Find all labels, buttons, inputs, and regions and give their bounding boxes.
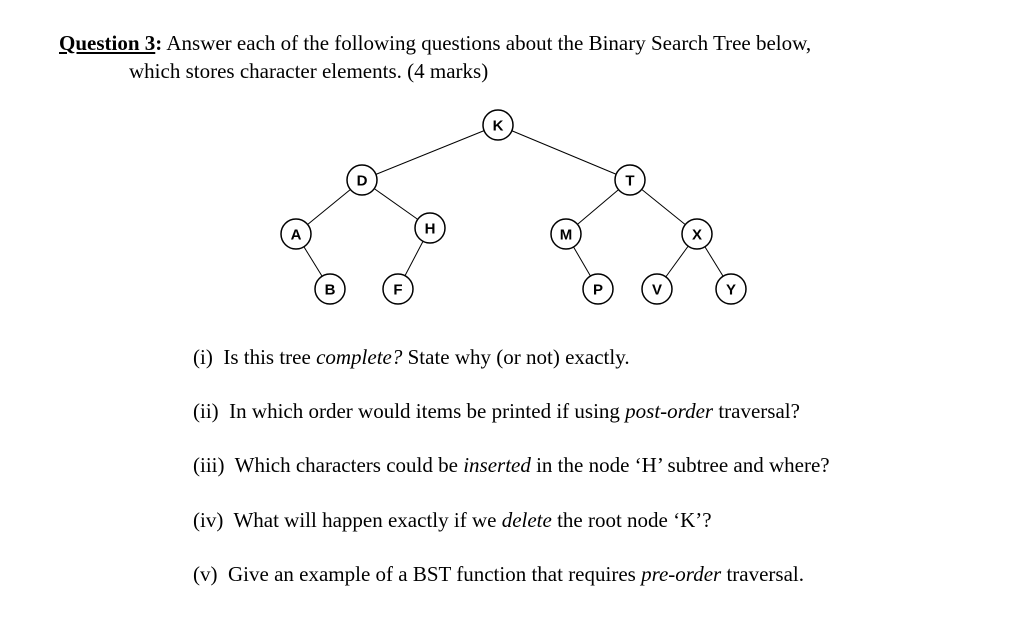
node-x: X: [681, 218, 713, 250]
subquestion-emphasis: pre-order: [641, 562, 722, 586]
subquestion-number: (ii): [193, 399, 219, 423]
subquestion-emphasis: inserted: [463, 453, 531, 477]
subquestion-text: State why (or not) exactly.: [402, 345, 630, 369]
edge-k-t: [511, 130, 617, 175]
edge-x-v: [665, 245, 689, 278]
subquestion-1: (i) Is this tree complete? State why (or…: [193, 347, 630, 368]
edge-d-h: [373, 188, 419, 220]
subquestion-text: In which order would items be printed if…: [229, 399, 626, 423]
edge-m-p: [573, 246, 591, 277]
node-label: F: [393, 282, 402, 299]
node-circle: [314, 273, 346, 305]
node-a: A: [280, 218, 312, 250]
subquestion-text: traversal?: [713, 399, 800, 423]
node-label: H: [425, 221, 436, 238]
subquestion-text: in the node ‘H’ subtree and where?: [530, 453, 830, 477]
subquestion-text: traversal.: [721, 562, 804, 586]
question-intro-line-2: which stores character elements. (4 mark…: [129, 59, 489, 83]
node-circle: [414, 212, 446, 244]
node-b: B: [314, 273, 346, 305]
node-circle: [681, 218, 713, 250]
node-label: D: [357, 173, 368, 190]
node-circle: [280, 218, 312, 250]
node-circle: [715, 273, 747, 305]
subquestion-text: Which characters could be: [234, 453, 464, 477]
node-circle: [382, 273, 414, 305]
node-p: P: [582, 273, 614, 305]
subquestion-text: the root node ‘K’?: [551, 508, 712, 532]
edge-d-a: [307, 189, 351, 225]
node-m: M: [550, 218, 582, 250]
node-circle: [582, 273, 614, 305]
tree-edges: [303, 130, 724, 278]
edge-h-f: [404, 241, 424, 276]
node-label: B: [325, 282, 336, 299]
node-circle: [346, 164, 378, 196]
subquestion-emphasis: complete?: [316, 345, 403, 369]
node-circle: [482, 109, 514, 141]
subquestion-text: Give an example of a BST function that r…: [228, 562, 642, 586]
node-circle: [614, 164, 646, 196]
subquestion-number: (iii): [193, 453, 225, 477]
subquestion-4: (iv) What will happen exactly if we dele…: [193, 510, 712, 531]
subquestion-emphasis: post-order: [625, 399, 714, 423]
edge-t-x: [641, 189, 686, 225]
node-label: K: [493, 118, 504, 135]
node-circle: [641, 273, 673, 305]
subquestion-text: What will happen exactly if we: [233, 508, 502, 532]
subquestion-text: Is this tree: [223, 345, 317, 369]
question-heading: Question 3: Answer each of the following…: [59, 33, 811, 54]
node-label: V: [652, 282, 662, 299]
node-d: D: [346, 164, 378, 196]
question-label: Question 3: [59, 31, 156, 55]
node-y: Y: [715, 273, 747, 305]
subquestion-5: (v) Give an example of a BST function th…: [193, 564, 804, 585]
subquestion-number: (v): [193, 562, 218, 586]
node-label: M: [560, 227, 573, 244]
subquestion-number: (i): [193, 345, 213, 369]
node-label: X: [692, 227, 702, 244]
node-h: H: [414, 212, 446, 244]
node-circle: [550, 218, 582, 250]
node-f: F: [382, 273, 414, 305]
edge-k-d: [375, 130, 485, 175]
edge-t-m: [577, 189, 619, 225]
node-label: Y: [726, 282, 736, 299]
subquestion-2: (ii) In which order would items be print…: [193, 401, 800, 422]
node-t: T: [614, 164, 646, 196]
node-label: A: [291, 227, 302, 244]
subquestion-emphasis: delete: [501, 508, 552, 532]
edge-a-b: [303, 246, 323, 277]
subquestion-3: (iii) Which characters could be inserted…: [193, 455, 830, 476]
node-k: K: [482, 109, 514, 141]
subquestion-number: (iv): [193, 508, 224, 532]
edge-x-y: [704, 246, 724, 277]
node-label: P: [593, 282, 603, 299]
question-intro-line-1: Answer each of the following questions a…: [162, 31, 812, 55]
node-label: T: [625, 173, 634, 190]
tree-nodes: K D T A H M X B F P V Y: [280, 109, 747, 305]
bst-diagram: K D T A H M X B F P V Y: [280, 109, 747, 305]
node-v: V: [641, 273, 673, 305]
question-colon: :: [155, 31, 163, 55]
